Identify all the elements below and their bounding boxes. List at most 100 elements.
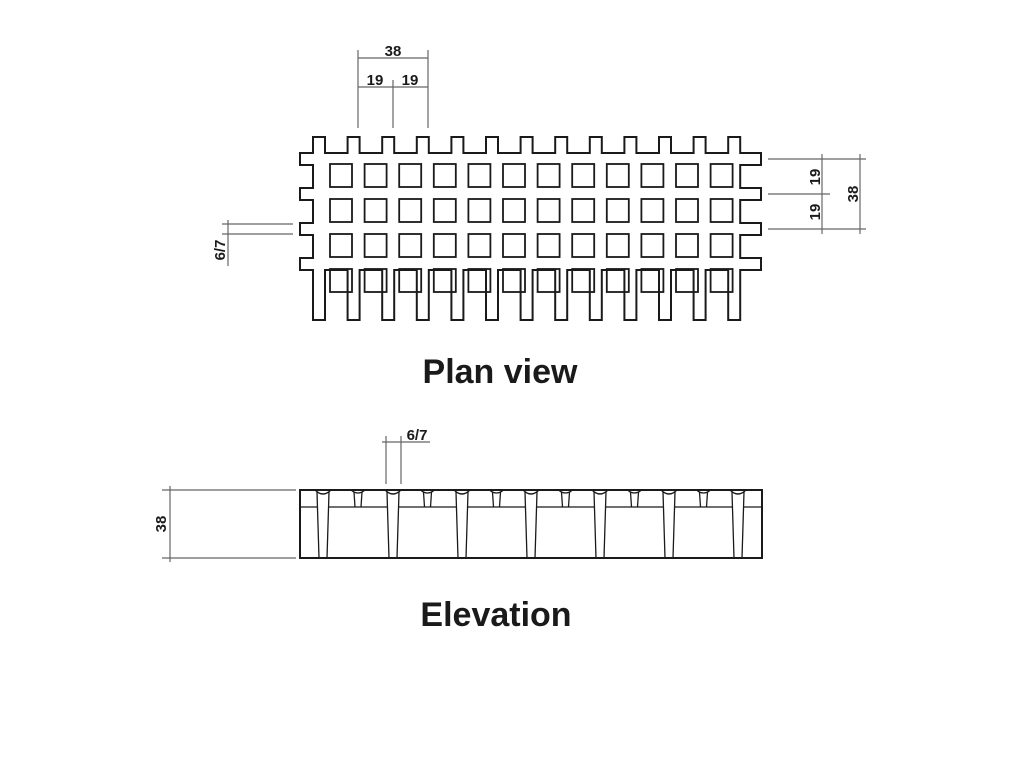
- grating-opening: [536, 233, 561, 258]
- elevation-edge-line: [316, 491, 320, 559]
- elevation-edge-line: [593, 491, 597, 559]
- grating-opening: [709, 163, 734, 188]
- elevation-edge-line: [455, 491, 459, 559]
- elevation-edge-line: [524, 491, 528, 559]
- grating-opening: [502, 233, 526, 258]
- grating-opening: [432, 163, 457, 188]
- plan-top-dimensions: 38 19 19: [357, 43, 429, 128]
- plan-outline: [299, 136, 762, 321]
- elevation-edge-line: [429, 491, 433, 508]
- grating-opening: [640, 163, 665, 188]
- elevation-edge-line: [731, 491, 735, 559]
- elevation-rib-notch: [729, 489, 747, 495]
- elevation-outline: [299, 489, 763, 559]
- grating-opening: [571, 268, 596, 293]
- elevation-edge-line: [560, 491, 564, 508]
- elevation-rib-notch: [384, 489, 402, 495]
- grating-opening: [502, 198, 526, 223]
- elevation-crossbar-notch: [696, 489, 711, 494]
- grating-opening: [709, 268, 734, 293]
- grating-opening: [467, 198, 492, 223]
- grating-opening: [571, 163, 596, 188]
- grating-opening: [467, 163, 492, 188]
- elevation-rib-dimension: 6/7: [382, 427, 430, 484]
- grating-opening: [467, 268, 492, 293]
- elevation-rib-notch: [522, 489, 540, 495]
- elevation-crossbar-notch: [558, 489, 573, 494]
- elevation-rib-notch: [314, 489, 332, 495]
- elevation-crossbar-notch: [489, 489, 504, 494]
- grating-opening: [605, 268, 630, 293]
- elevation-edge-line: [567, 491, 571, 508]
- elevation-edge-line: [672, 491, 676, 559]
- elevation-rib-notch: [660, 489, 678, 495]
- elevation-view: [299, 489, 763, 559]
- grating-opening: [363, 163, 388, 188]
- grating-opening: [675, 163, 699, 188]
- elevation-details: [300, 489, 762, 559]
- plan-view-title: Plan view: [423, 353, 579, 391]
- grating-opening: [536, 198, 561, 223]
- elevation-edge-line: [636, 491, 640, 508]
- plan-side-half-top-label: 19: [807, 169, 824, 186]
- plan-pitch-label: 38: [385, 43, 402, 60]
- grating-opening: [398, 268, 423, 293]
- grating-opening: [329, 268, 353, 293]
- plan-rib-thickness-label: 6/7: [212, 240, 229, 261]
- grating-opening: [536, 268, 561, 293]
- plan-rib-dimension: 6/7: [212, 220, 293, 266]
- plan-side-pitch-label: 38: [845, 186, 862, 203]
- elevation-edge-line: [422, 491, 426, 508]
- elevation-crossbar-notch: [627, 489, 642, 494]
- grating-opening: [363, 268, 388, 293]
- elevation-edge-line: [353, 491, 356, 508]
- elevation-edge-line: [360, 491, 363, 508]
- plan-half-pitch-left-label: 19: [367, 72, 384, 89]
- grating-opening: [329, 233, 353, 258]
- grating-opening: [675, 198, 699, 223]
- elevation-rib-thickness-label: 6/7: [407, 427, 428, 444]
- grating-opening: [640, 268, 665, 293]
- grating-opening: [675, 268, 699, 293]
- grating-opening: [398, 233, 423, 258]
- grating-opening: [432, 198, 457, 223]
- elevation-edge-line: [498, 491, 502, 508]
- grating-opening: [605, 163, 630, 188]
- grating-opening: [467, 233, 492, 258]
- elevation-edge-line: [491, 491, 495, 508]
- grating-opening: [709, 233, 734, 258]
- grating-opening: [363, 233, 388, 258]
- elevation-edge-line: [386, 491, 390, 559]
- grating-opening: [640, 233, 665, 258]
- elevation-edge-line: [662, 491, 666, 559]
- grating-opening: [605, 233, 630, 258]
- elevation-edge-line: [741, 491, 745, 559]
- elevation-edge-line: [534, 491, 538, 559]
- plan-holes: [329, 163, 734, 293]
- grating-opening: [502, 163, 526, 188]
- elevation-rib-notch: [453, 489, 471, 495]
- grating-opening: [432, 233, 457, 258]
- plan-view: [299, 136, 762, 321]
- plan-side-dimensions: 19 19 38: [768, 154, 866, 234]
- grating-opening: [571, 198, 596, 223]
- grating-opening: [605, 198, 630, 223]
- grating-opening: [709, 198, 734, 223]
- grating-opening: [363, 198, 388, 223]
- elevation-height-label: 38: [153, 516, 170, 533]
- grating-opening: [571, 233, 596, 258]
- elevation-edge-line: [465, 491, 469, 559]
- grating-opening: [329, 198, 353, 223]
- grating-opening: [329, 163, 353, 188]
- grating-opening: [398, 163, 423, 188]
- elevation-edge-line: [326, 491, 330, 559]
- grating-opening: [398, 198, 423, 223]
- plan-side-half-bottom-label: 19: [807, 204, 824, 221]
- elevation-edge-line: [705, 491, 709, 508]
- elevation-edge-line: [396, 491, 400, 559]
- grating-opening: [502, 268, 526, 293]
- elevation-rib-notch: [591, 489, 609, 495]
- elevation-edge-line: [698, 491, 702, 508]
- plan-half-pitch-right-label: 19: [402, 72, 419, 89]
